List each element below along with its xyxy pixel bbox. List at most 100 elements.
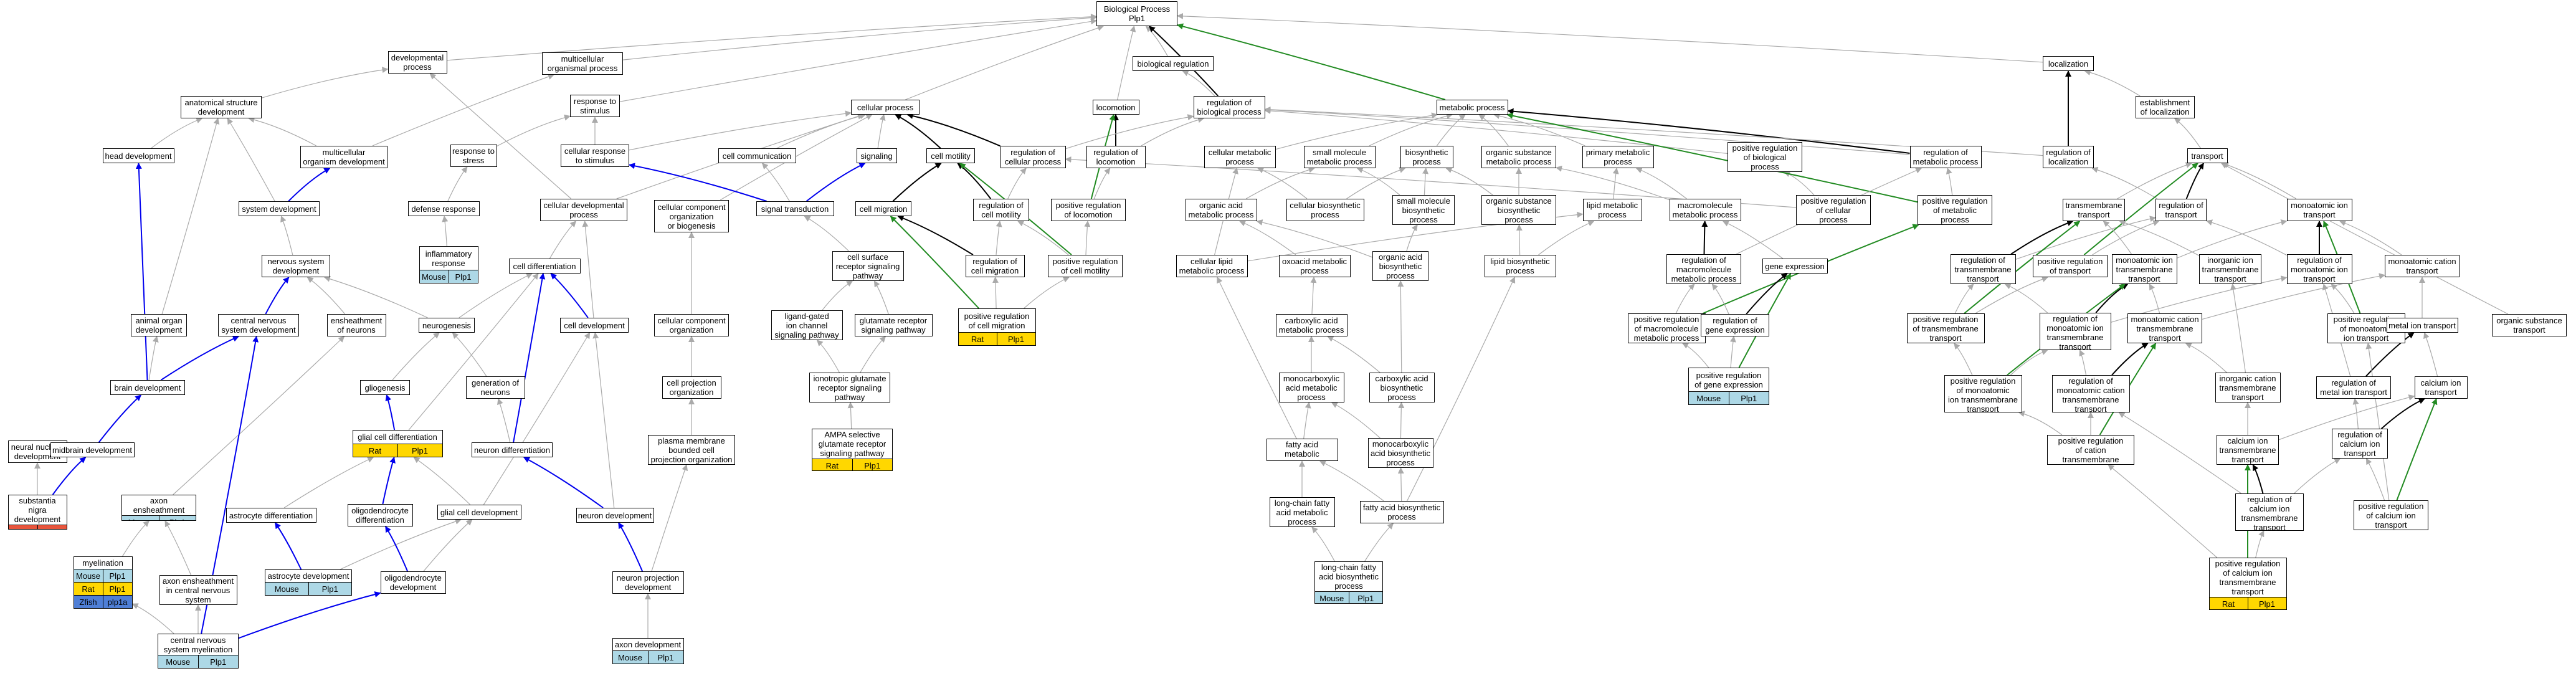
edge-celldev-to-celldiff [550, 273, 589, 318]
term-node-smallmolbio: small molecule biosynthetic process [1392, 195, 1455, 225]
edge-posregcalcion-to-regcalcion [2365, 458, 2385, 501]
term-node-axonensheathcns: axon ensheathment in central nervous sys… [159, 575, 237, 605]
term-node-gliogenesis: gliogenesis [360, 380, 410, 395]
term-label: fatty acid biosynthetic process [1362, 503, 1441, 521]
term-label: substantia nigra development [14, 496, 61, 524]
term-node-cellmig: cell migration [855, 201, 911, 216]
term-node-posregmacro: positive regulation of macromolecule met… [1627, 313, 1706, 343]
edge-posregcalciontm-to-posregcationtm [2108, 464, 2218, 558]
edge-astrodiff-to-gliadiff [283, 457, 374, 508]
edge-orgsubtrans-to-transport [2220, 163, 2509, 315]
term-label: cell differentiation [513, 261, 576, 271]
edge-headdev-to-anatdev [151, 117, 203, 149]
species-cell: Zfish [79, 597, 97, 607]
edge-posregmot-to-regcellmot [1017, 221, 1069, 255]
edge-devproc-to-bp [447, 13, 1097, 61]
edge-fattyacidbio-to-fattyacidmet [1319, 460, 1384, 502]
term-node-metaliontrans: metal ion transport [2386, 318, 2458, 333]
edge-posregcalciontm-to-regcalciontm [2255, 530, 2265, 558]
edge-astrodev-to-gliadev [340, 518, 462, 570]
edge-regcellproc-to-cellproc [906, 113, 1000, 147]
term-label: anatomical structure development [184, 98, 258, 117]
species-cell: Rat [2222, 599, 2235, 609]
term-node-ionotropic: ionotropic glutamate receptor signaling … [809, 373, 890, 402]
term-label: lipid metabolic process [1586, 201, 1638, 219]
edge-gliadiff-to-celldiff [408, 273, 539, 431]
edge-biosynproc-to-metproc [1436, 114, 1466, 146]
term-node-posregloco: positive regulation of locomotion [1051, 199, 1126, 221]
edge-orgacidbio-to-smallmolbio [1406, 224, 1418, 252]
term-label: monoatomic cation transmembrane transpor… [2131, 315, 2199, 343]
term-node-midbrain: midbrain development [50, 442, 135, 457]
term-label: cell development [564, 320, 625, 330]
edge-cellsurf-to-sigtrans [804, 216, 849, 252]
term-node-posregmet: positive regulation of metabolic process [1918, 195, 1992, 225]
term-label: fatty acid metabolic process [1285, 440, 1319, 460]
term-node-neurondiff: neuron differentiation [472, 442, 553, 457]
term-node-smallmol: small molecule metabolic process [1303, 146, 1376, 168]
term-node-inorgion: inorganic ion transmembrane transport [2199, 254, 2261, 284]
edge-cellmot-to-cellproc [895, 114, 941, 149]
term-label: animal organ development [135, 316, 183, 335]
edge-orgacidbio-to-orgacidmet [1256, 219, 1373, 258]
edge-monoiontm-to-monoiontrans [2177, 219, 2288, 259]
term-node-posregcationtm: positive regulation of cation transmembr… [2047, 435, 2134, 465]
edge-regcellproc-to-regbiolproc [1065, 114, 1194, 150]
term-node-monoiontm: monoatomic ion transmembrane transport [2111, 254, 2177, 284]
term-label: regulation of calcium ion transport [2337, 430, 2382, 458]
term-label: positive regulation of cell motility [1052, 257, 1118, 275]
edge-ampa-to-ionotropic [847, 402, 854, 429]
edge-posregmot-to-posregloco [1084, 221, 1091, 255]
edge-posregmig-to-posregmot [1024, 277, 1070, 309]
edge-regcalciontm-to-regcalcion [2294, 458, 2341, 494]
edge-posregcalcion-to-posregmonoion [2365, 343, 2390, 501]
edge-neuronproj-to-neurondev [618, 522, 644, 572]
term-label: positive regulation of biological proces… [1732, 143, 1798, 171]
species-cell: Rat [82, 584, 95, 594]
edge-regcellmig-to-regcellmot [996, 221, 1002, 255]
term-node-respstim: response to stimulus [570, 95, 620, 117]
term-label: metal ion transport [2388, 320, 2456, 330]
term-label: inorganic cation transmembrane transport [2219, 374, 2276, 402]
edge-neurondiff-to-celldiff [513, 273, 546, 443]
term-label: macromolecule metabolic process [1672, 201, 1738, 219]
term-label: central nervous system development [221, 316, 296, 335]
term-label: neural nucleus development [11, 442, 64, 461]
term-node-monocarbbio: monocarboxylic acid biosynthetic process [1367, 438, 1433, 468]
species-cell: Rat [368, 445, 382, 455]
term-node-oligodiff: oligodendrocyte differentiation [347, 504, 413, 526]
term-node-biosynproc: biosynthetic process [1400, 146, 1453, 168]
term-label: gliogenesis [364, 383, 406, 393]
edge-gliadiff-to-gliogenesis [385, 394, 396, 431]
term-label: positive regulation of macromolecule met… [1633, 315, 1699, 343]
term-node-localization: localization [2043, 56, 2094, 71]
term-node-regtransport: regulation of transport [2155, 199, 2207, 221]
term-node-orgsubbio: organic substance biosynthetic process [1481, 195, 1556, 225]
edge-oligodiff-to-gliadiff [382, 457, 396, 505]
edge-posregmig-to-regcellmig [992, 277, 999, 309]
term-label: small molecule metabolic process [1306, 148, 1372, 166]
edge-posregtmtrans-to-posregtrans [1975, 276, 2048, 314]
edge-transmemtrans-to-transport [2117, 162, 2192, 199]
edge-axonensheathcns-to-axonensheath [164, 520, 192, 576]
term-label: axon ensheathment in central nervous sys… [162, 576, 234, 604]
edge-neurondev-to-celldev [592, 332, 615, 508]
term-label: central nervous system myelination [163, 635, 233, 654]
edge-centnervmyel-to-oligodev [238, 591, 381, 639]
edge-calcitm-to-calciontrans [2278, 394, 2415, 440]
term-node-regcellmig: regulation of cell migration [965, 255, 1025, 277]
term-node-cellcomm: cell communication [718, 148, 796, 163]
edge-gliadev-to-celldev [483, 332, 591, 505]
term-label: AMPA selective glutamate receptor signal… [818, 430, 886, 458]
term-label: cellular metabolic process [1208, 148, 1271, 166]
edge-posregtmtrans-to-transmemtrans [1964, 221, 2081, 314]
term-node-posregcell: positive regulation of cellular process [1796, 195, 1871, 225]
edge-cellcomporg-to-cellproc [720, 114, 873, 201]
species-annotation-row: HumanPLP1 [8, 525, 67, 529]
edge-regtransport-to-transport [2185, 163, 2205, 199]
term-label: positive regulation of transmembrane tra… [1913, 315, 1979, 343]
term-node-regloc: regulation of localization [2043, 146, 2094, 168]
edge-posreggeneexpr-to-reggeneexpr [1729, 336, 1736, 368]
